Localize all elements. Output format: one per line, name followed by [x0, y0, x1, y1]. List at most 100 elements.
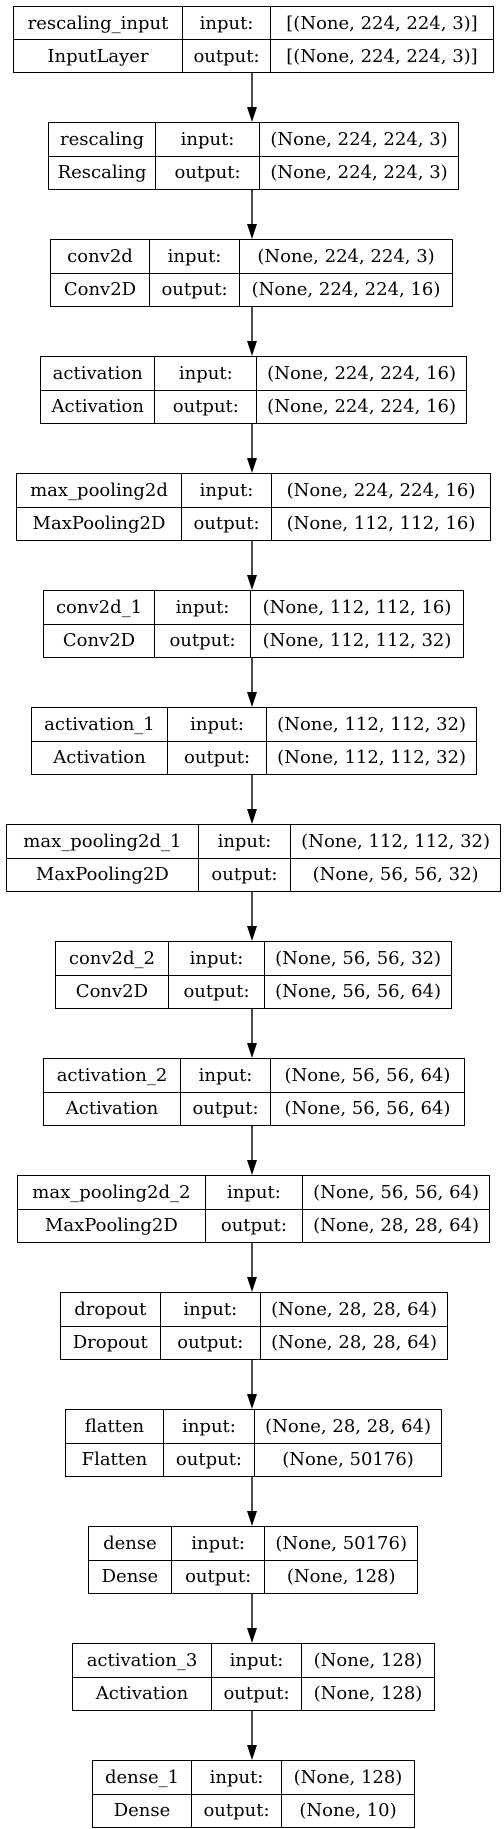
layer-name: dropout [74, 1298, 147, 1320]
arrowhead-icon [247, 809, 257, 824]
input-label: input: [198, 1064, 253, 1086]
output-shape: (None, 224, 224, 16) [240, 272, 452, 307]
output-label: output: [160, 1325, 261, 1360]
input-label: input: [191, 1532, 245, 1554]
shape-column: (None, 112, 112, 32)(None, 112, 112, 32) [266, 708, 476, 774]
shape-column: (None, 224, 224, 3) (None, 224, 224, 16) [239, 240, 452, 306]
layer-type: Rescaling [49, 155, 155, 190]
output-shape: (None, 112, 112, 16) [272, 506, 490, 541]
layer-type: Dense [89, 1559, 171, 1594]
layer-name: rescaling [60, 128, 144, 150]
output-shape: (None, 224, 224, 3) [260, 155, 458, 190]
output-shape: (None, 112, 112, 32) [267, 740, 476, 775]
shape-column: (None, 224, 224, 16)(None, 224, 224, 16) [256, 357, 466, 423]
io-label-column: input:output: [180, 1059, 270, 1125]
input-label: input: [209, 1766, 264, 1788]
arrowhead-icon [247, 107, 257, 122]
output-shape: (None, 128) [302, 1676, 434, 1711]
shape-column: (None, 28, 28, 64)(None, 28, 28, 64) [260, 1293, 447, 1359]
input-shape: (None, 56, 56, 64) [313, 1181, 479, 1203]
output-label: output: [168, 974, 265, 1009]
layer-type: MaxPooling2D [17, 506, 181, 541]
input-shape: [(None, 224, 224, 3)] [286, 12, 478, 34]
arrowhead-icon [247, 224, 257, 239]
output-label: output: [163, 1442, 255, 1477]
layer-type: MaxPooling2D [18, 1208, 205, 1243]
layer-name: dense [103, 1532, 157, 1554]
layer-type: Activation [73, 1676, 211, 1711]
io-label-column: input:output: [155, 123, 259, 189]
layer-type: InputLayer [14, 39, 182, 72]
input-label: input: [199, 479, 254, 501]
input-shape: (None, 56, 56, 64) [284, 1064, 451, 1086]
io-label-column: input: output: [167, 942, 265, 1009]
output-label: output: [183, 39, 270, 72]
arrowhead-icon [247, 1043, 257, 1058]
layer-name: rescaling_input [27, 12, 169, 34]
layer-name: activation_1 [44, 713, 155, 735]
arrowhead-icon [247, 1628, 257, 1643]
layer-name: activation_2 [56, 1064, 168, 1086]
input-shape: (None, 28, 28, 64) [265, 1415, 431, 1437]
input-shape: (None, 28, 28, 64) [271, 1298, 437, 1320]
output-label: output: [212, 1676, 301, 1711]
shape-column: (None, 128)(None, 128) [301, 1644, 434, 1710]
output-label: output: [150, 272, 239, 307]
input-label: input: [190, 713, 244, 735]
input-label: input: [178, 362, 233, 384]
layer-name: conv2d_2 [68, 947, 155, 969]
input-shape: (None, 224, 224, 3) [257, 245, 435, 267]
output-shape: [(None, 224, 224, 3)] [271, 39, 493, 72]
output-shape: (None, 56, 56, 32) [291, 857, 500, 892]
layer-name: max_pooling2d_1 [23, 830, 182, 852]
layer-type: Dense [93, 1793, 191, 1828]
layer-type: Dropout [61, 1325, 160, 1360]
layer-name: conv2d_1 [55, 596, 143, 618]
io-label-column: input:output: [197, 825, 291, 892]
input-label: input: [189, 947, 244, 969]
layer-name: flatten [84, 1415, 145, 1437]
input-shape: (None, 112, 112, 32) [301, 830, 490, 852]
output-shape: (None, 28, 28, 64) [303, 1208, 489, 1243]
output-label: output: [198, 857, 291, 892]
io-label-column: input: output: [191, 1761, 281, 1827]
io-label-column: input:output: [204, 1176, 303, 1242]
arrowhead-icon [247, 692, 257, 707]
layer-name: activation_3 [86, 1649, 198, 1671]
input-shape: (None, 112, 112, 16) [262, 596, 452, 618]
output-shape: (None, 224, 224, 16) [257, 389, 466, 424]
io-label-column: input:output: [154, 591, 250, 657]
layer-name: max_pooling2d [30, 479, 168, 501]
layer-name: max_pooling2d_2 [32, 1181, 191, 1203]
io-label-column: input:output: [170, 1527, 265, 1593]
shape-column: (None, 112, 112, 16)(None, 112, 112, 32) [250, 591, 463, 657]
output-label: output: [192, 1793, 281, 1828]
layer-type: Conv2D [56, 974, 168, 1009]
layer-type: Activation [32, 740, 167, 775]
arrowhead-icon [247, 926, 257, 941]
